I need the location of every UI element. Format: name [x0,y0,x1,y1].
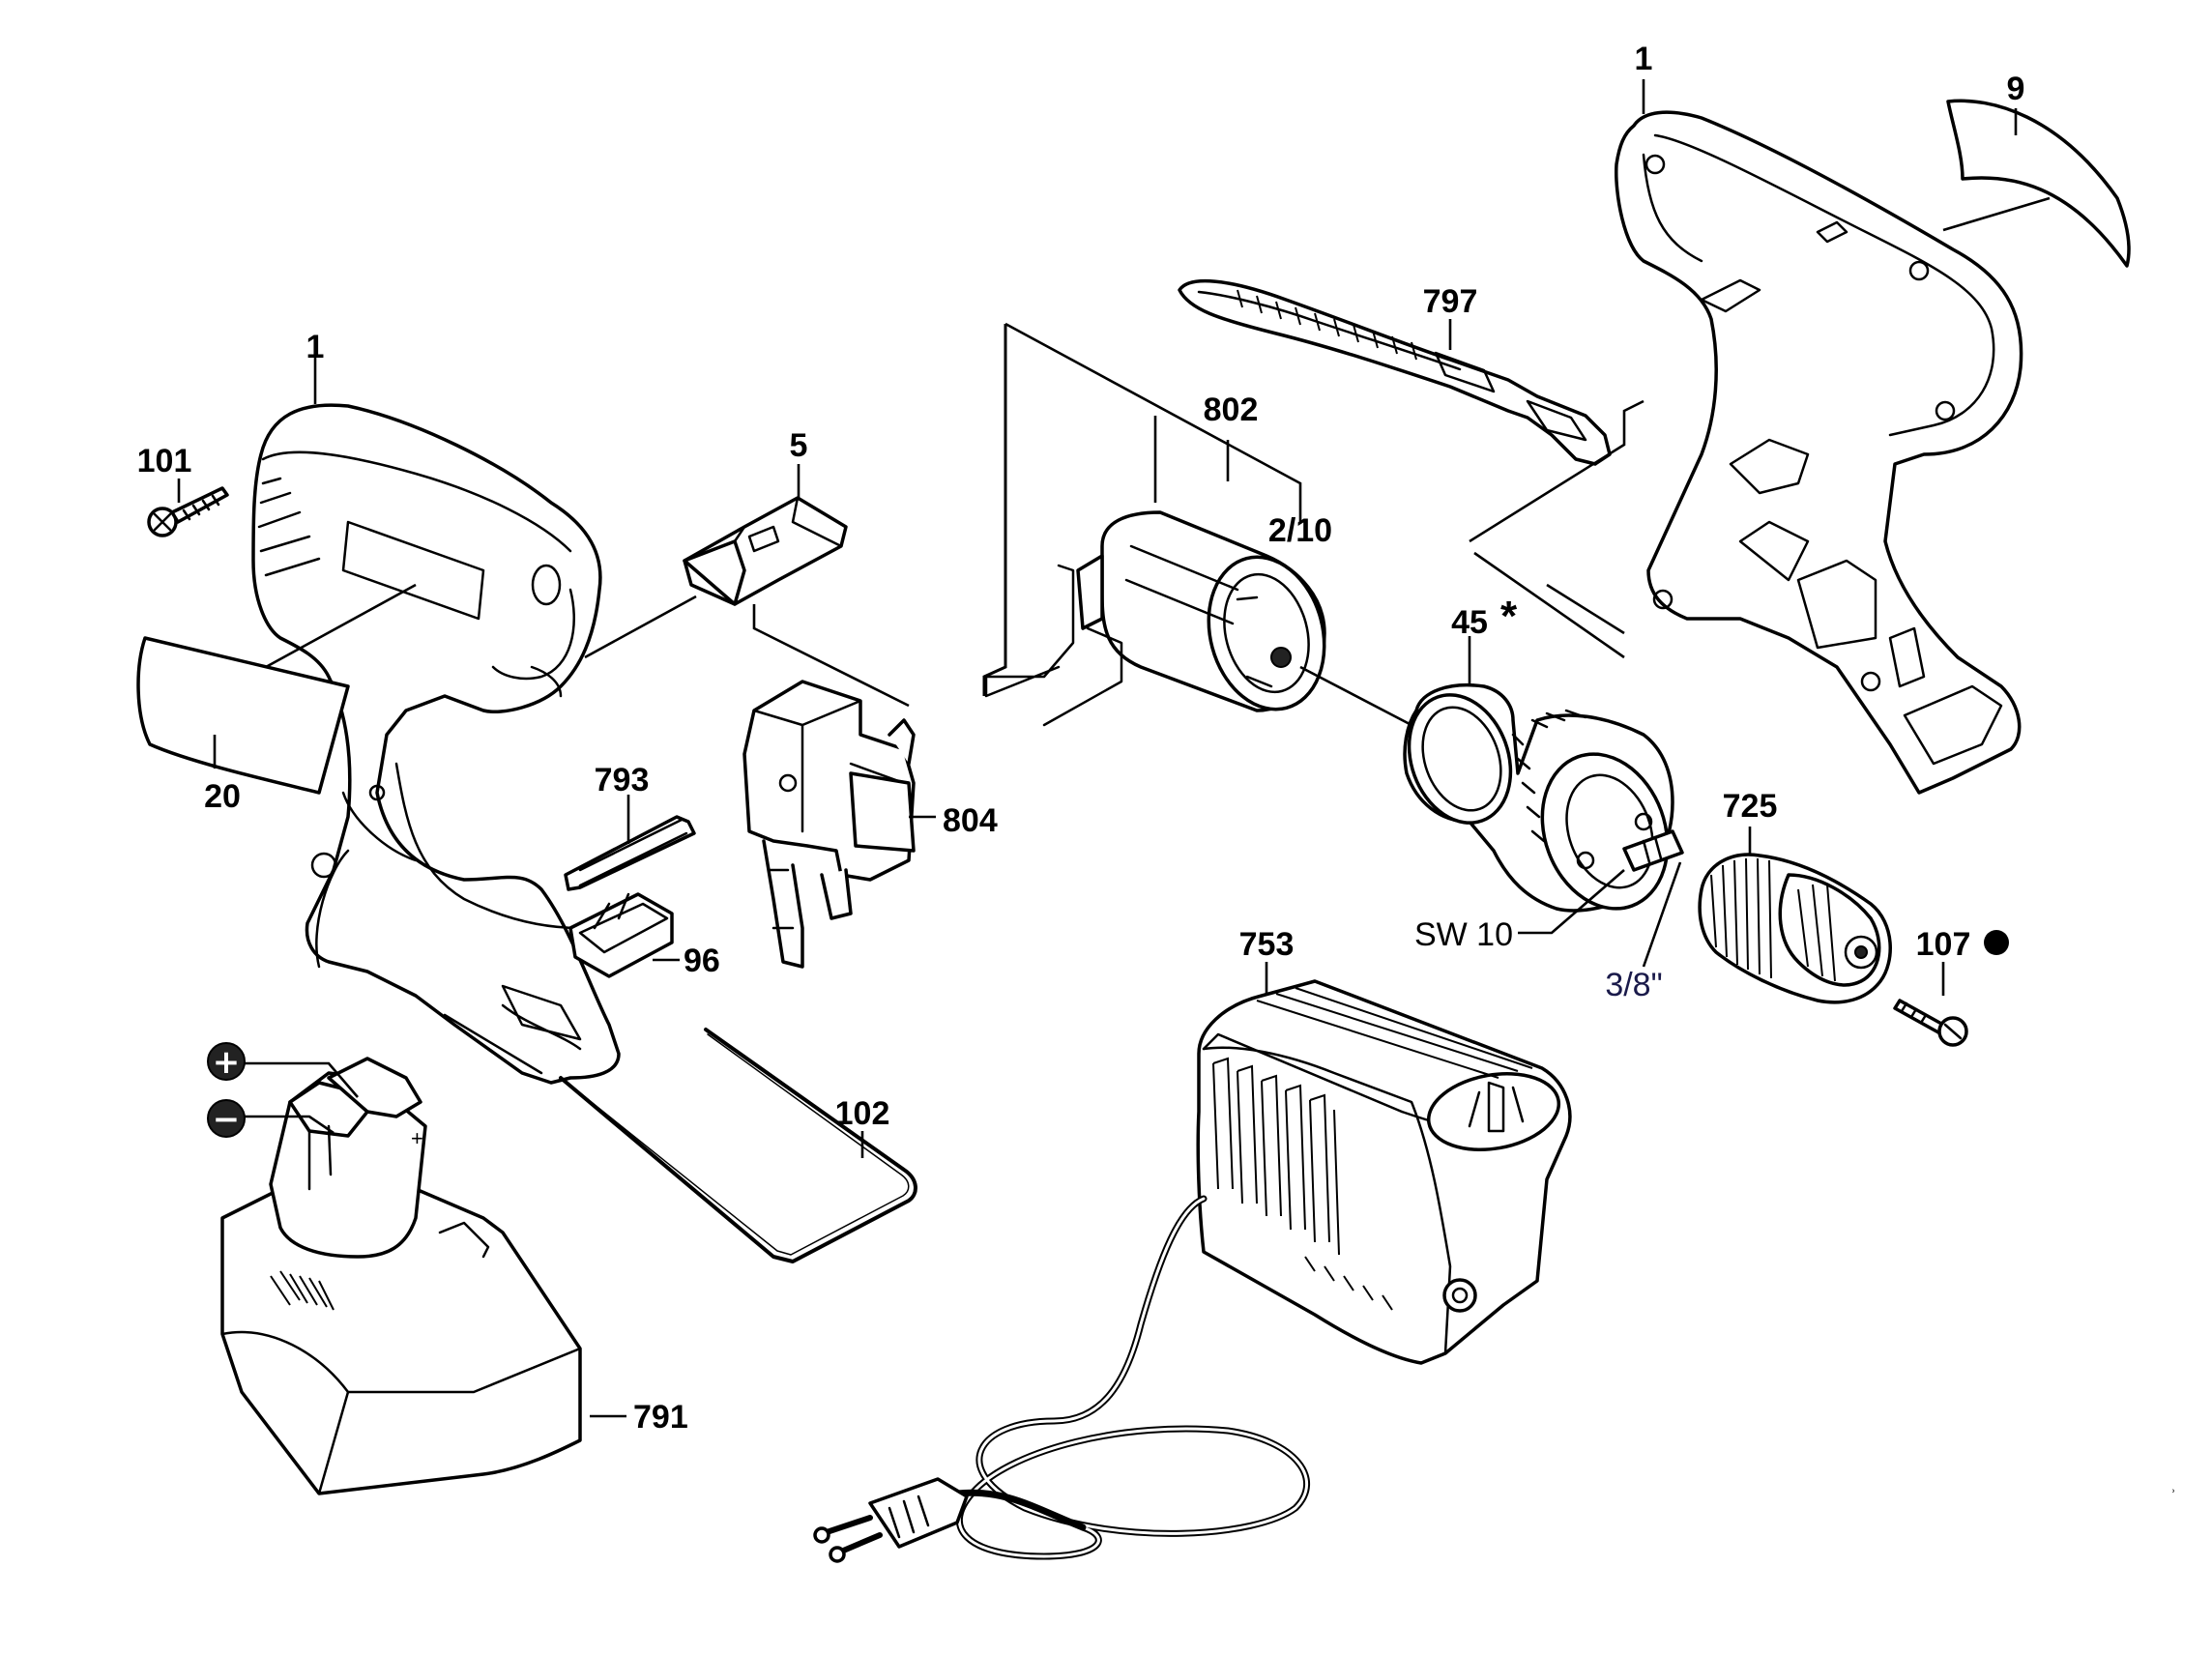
wire-part [559,1028,917,1263]
label-wire: 102 [835,1095,890,1132]
switch-unit [742,680,936,969]
label-bit-holder: 96 [684,943,720,979]
label-screw-107: 107 [1916,926,1971,963]
battery-pack: + − + [207,1042,626,1495]
label-gearbox-asterisk: * [1500,593,1518,640]
label-nameplate-left: 20 [204,778,241,815]
label-motor: 2/10 [1268,512,1332,549]
screw-101 [147,479,229,537]
label-nameplate-right: 9 [2007,71,2025,107]
nameplate-right [1942,99,2131,268]
label-gearbox: 45 [1451,604,1488,641]
bit-holder [568,892,680,978]
minus-terminal-symbol: − [213,1100,241,1139]
motor-group-frame [982,322,1302,696]
label-housing-right: 1 [1635,41,1653,77]
label-spindle-sw: SW 10 [1414,916,1513,953]
label-chuck: 725 [1723,788,1778,825]
label-bit: 793 [595,762,650,798]
label-battery: 791 [633,1399,688,1436]
label-strap: 797 [1423,283,1478,320]
charger [1196,962,1572,1365]
housing-half-left [251,403,621,1085]
screwdriver-bit [564,795,696,891]
corner-mark: ˒ [2170,1478,2176,1497]
nameplate-left [136,583,417,795]
switch-slider [584,464,910,708]
label-switch: 804 [943,802,998,839]
label-housing-left: 1 [306,329,325,365]
label-motor-group: 802 [1204,392,1259,428]
gearbox [1403,636,1684,968]
label-switch-slider: 5 [790,427,808,464]
label-charger: 753 [1239,926,1295,963]
screw-107 [1893,930,2009,1047]
belt-strap [1178,278,1612,466]
motor [984,510,1412,727]
label-screw-101: 101 [137,443,192,479]
label-spindle-thread: 3/8" [1605,967,1662,1003]
plus-terminal-symbol: + [213,1043,241,1082]
drill-chuck [1698,827,1892,1004]
housing-half-right [1615,110,2023,795]
charger-cord [813,1195,1310,1563]
pack-plus-mark: + [411,1126,423,1150]
